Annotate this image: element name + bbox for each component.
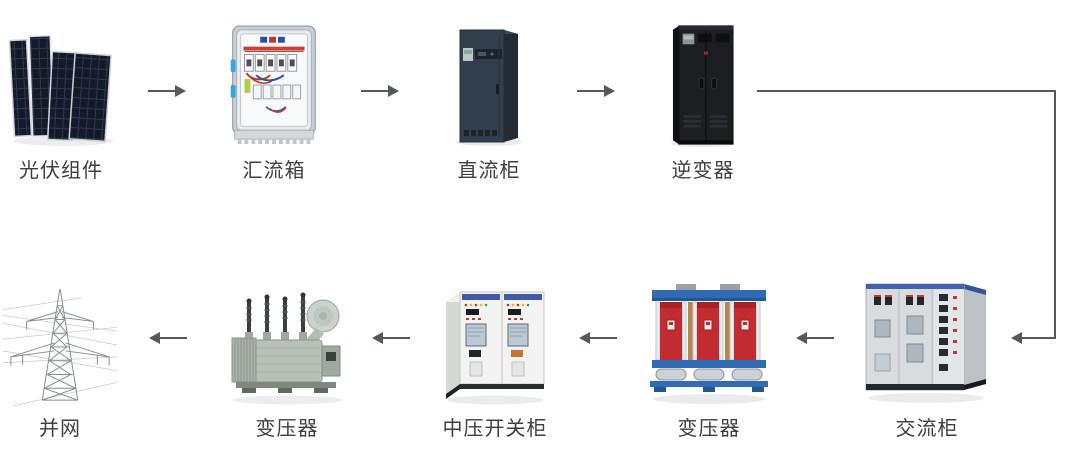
node-label: 变压器 (677, 418, 741, 440)
node-mv-switchgear: 中压开关柜 (442, 284, 548, 440)
node-label: 中压开关柜 (442, 418, 548, 440)
dc-cabinet-graphic (456, 29, 522, 146)
connector-vertical (1054, 90, 1056, 339)
arrow-left-icon (149, 331, 187, 345)
arrow-head (149, 332, 160, 344)
node-label: 逆变器 (671, 160, 735, 182)
arrow-head (175, 85, 186, 97)
node-inverter: 逆变器 (666, 22, 740, 182)
arrow-shaft (805, 337, 834, 339)
connector-horizontal-bottom (1020, 337, 1056, 339)
arrow-shaft (381, 337, 410, 339)
node-label: 交流柜 (895, 418, 959, 440)
arrow-head (579, 332, 590, 344)
combiner-box-icon (226, 24, 322, 148)
arrow-head (1011, 332, 1022, 344)
arrow-right-icon (577, 84, 615, 98)
node-dc-cabinet: 直流柜 (452, 26, 526, 182)
node-pv-modules: 光伏组件 (8, 28, 114, 182)
power-transformer-graphic (231, 292, 342, 405)
node-label: 变压器 (255, 418, 319, 440)
ac-cabinet-graphic (865, 283, 986, 403)
mv-switchgear-icon (442, 284, 548, 406)
mv-switchgear-graphic (446, 291, 545, 405)
node-power-transformer: 变压器 (226, 290, 348, 440)
arrow-head (388, 85, 399, 97)
grid-tower-icon (2, 288, 118, 406)
node-label: 光伏组件 (19, 160, 103, 182)
dry-type-transformer-graphic (650, 284, 768, 404)
node-label: 并网 (39, 418, 81, 440)
ac-cabinet-icon (860, 276, 994, 406)
arrow-right-icon (361, 84, 399, 98)
pv-modules-icon (8, 28, 114, 148)
dry-type-transformer-icon (646, 282, 772, 406)
node-label: 汇流箱 (242, 160, 306, 182)
power-transformer-icon (226, 290, 348, 406)
node-combiner-box: 汇流箱 (226, 24, 322, 182)
inverter-icon (666, 22, 740, 148)
arrow-shaft (588, 337, 617, 339)
connector-horizontal-top (757, 90, 1056, 92)
node-ac-cabinet: 交流柜 (860, 276, 994, 440)
arrow-left-icon (372, 331, 410, 345)
arrow-head (604, 85, 615, 97)
inverter-graphic (671, 25, 735, 148)
grid-tower-graphic (2, 288, 118, 406)
arrow-shaft (148, 90, 177, 92)
arrow-head (796, 332, 807, 344)
arrow-right-icon (148, 84, 186, 98)
pv-modules-graphic (8, 34, 113, 146)
node-grid-connection: 并网 (2, 288, 118, 440)
arrow-head (372, 332, 383, 344)
arrow-left-icon (796, 331, 834, 345)
arrow-shaft (158, 337, 187, 339)
node-dry-type-transformer: 变压器 (646, 282, 772, 440)
arrow-shaft (577, 90, 606, 92)
combiner-box-graphic (230, 25, 316, 145)
node-label: 直流柜 (457, 160, 521, 182)
dc-cabinet-icon (452, 26, 526, 148)
arrow-shaft (361, 90, 390, 92)
arrow-left-icon (579, 331, 617, 345)
